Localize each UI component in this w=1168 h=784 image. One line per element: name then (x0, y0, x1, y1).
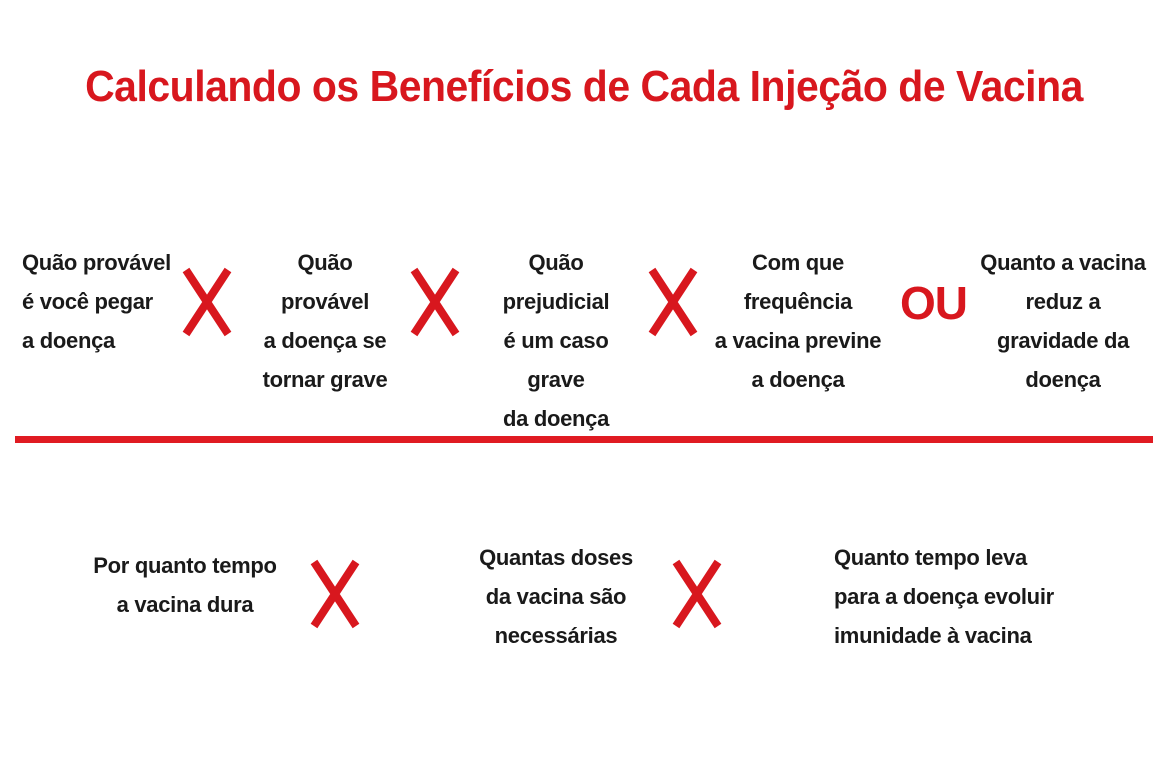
multiply-x-icon (410, 266, 460, 338)
multiply-x-icon (310, 558, 360, 630)
term-vaccine-duration: Por quanto tempo a vacina dura (93, 553, 277, 617)
term-likelihood-catch: Quão provável é você pegar a doença (22, 250, 171, 353)
divider (15, 436, 1153, 443)
term-harm-severe-case: Quão prejudicial é um caso grave da doen… (502, 250, 610, 431)
multiply-x-icon (182, 266, 232, 338)
term-immunity-evolution: Quanto tempo leva para a doença evoluir … (834, 545, 1054, 648)
or-operator: OU (900, 277, 968, 329)
multiply-x-icon (672, 558, 722, 630)
multiply-x-icon (648, 266, 698, 338)
term-likelihood-severe: Quão provável a doença se tornar grave (262, 250, 388, 392)
term-doses-needed: Quantas doses da vacina são necessárias (479, 545, 633, 648)
page-title: Calculando os Benefícios de Cada Injeção… (85, 62, 1083, 111)
term-severity-reduction: Quanto a vacina reduz a gravidade da doe… (980, 250, 1146, 392)
term-prevention-frequency: Com que frequência a vacina previne a do… (714, 250, 882, 392)
